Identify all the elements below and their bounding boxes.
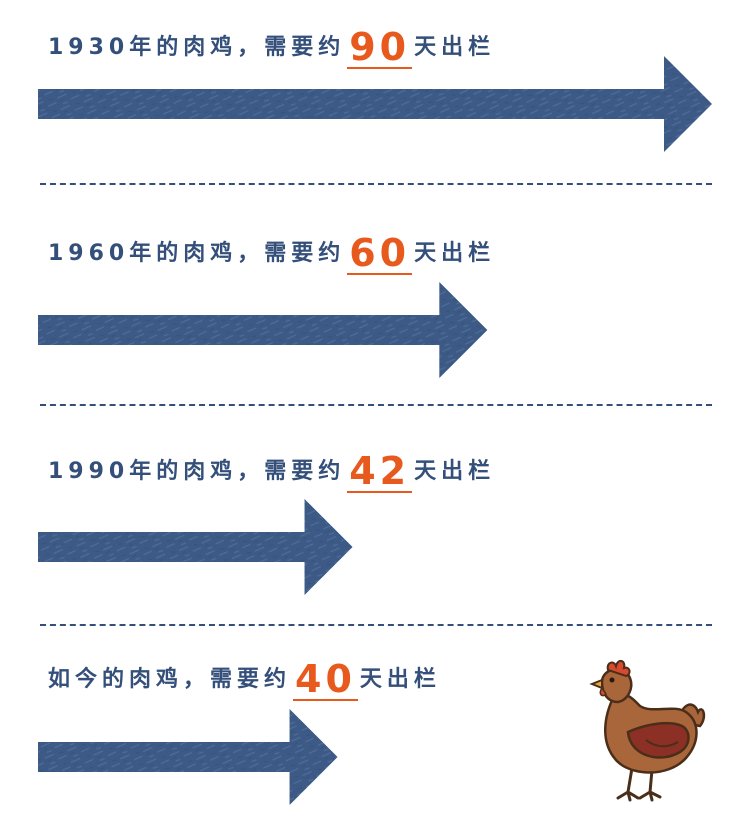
row-divider bbox=[40, 624, 712, 626]
label-prefix: 1990年的肉鸡，需要约 bbox=[48, 459, 346, 484]
days-value: 40 bbox=[293, 657, 358, 701]
label-suffix: 天出栏 bbox=[414, 459, 496, 484]
days-value: 60 bbox=[347, 231, 413, 275]
label-prefix: 1930年的肉鸡，需要约 bbox=[48, 35, 346, 60]
days-value: 90 bbox=[347, 25, 413, 69]
row-divider bbox=[40, 404, 712, 406]
label-suffix: 天出栏 bbox=[414, 241, 496, 266]
arrow-bar-1 bbox=[38, 282, 488, 378]
days-value: 42 bbox=[347, 449, 413, 493]
arrow-bar-2 bbox=[38, 499, 353, 595]
label-suffix: 天出栏 bbox=[414, 35, 496, 60]
label-prefix: 如今的肉鸡，需要约 bbox=[48, 667, 292, 692]
label-prefix: 1960年的肉鸡，需要约 bbox=[48, 241, 346, 266]
arrow-bar-3 bbox=[38, 709, 338, 805]
chicken-illustration bbox=[589, 660, 706, 802]
row-divider bbox=[40, 183, 712, 185]
label-suffix: 天出栏 bbox=[359, 667, 441, 692]
arrow-bar-0 bbox=[38, 56, 712, 152]
